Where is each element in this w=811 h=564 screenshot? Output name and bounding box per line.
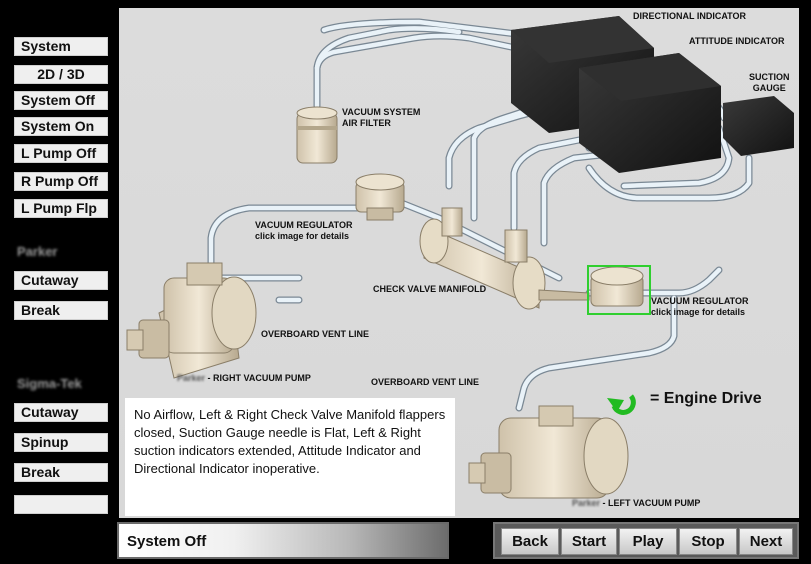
suction-gauge — [723, 96, 794, 156]
attitude-indicator — [579, 53, 721, 173]
back-button[interactable]: Back — [501, 528, 559, 555]
status-bar: System Off — [117, 522, 449, 559]
left-vacuum-pump-label: Parker - LEFT VACUUM PUMP — [572, 498, 700, 509]
right-vacuum-pump-label: Parker - RIGHT VACUUM PUMP — [177, 373, 311, 384]
vacuum-system-diagram: DIRECTIONAL INDICATOR ATTITUDE INDICATOR… — [119, 8, 799, 518]
status-description: No Airflow, Left & Right Check Valve Man… — [125, 398, 455, 516]
start-button[interactable]: Start — [561, 528, 617, 555]
regulator-top-label: VACUUM REGULATOR — [255, 220, 353, 230]
sigmatek-break-button[interactable]: Break — [14, 463, 108, 482]
overboard-vent-left-label: OVERBOARD VENT LINE — [371, 377, 480, 387]
check-valve-manifold-label: CHECK VALVE MANIFOLD — [373, 284, 487, 294]
right-pump-off-button[interactable]: R Pump Off — [14, 172, 108, 191]
system-on-button[interactable]: System On — [14, 117, 108, 136]
navigation-bar: Back Start Play Stop Next — [493, 522, 799, 559]
engine-drive-icon — [607, 394, 636, 415]
sigmatek-section-label: Sigma-Tek — [17, 376, 82, 391]
diagram-illustration — [126, 16, 794, 499]
regulator-right-sublabel: click image for details — [651, 307, 746, 317]
engine-drive-legend: = Engine Drive — [650, 390, 762, 407]
right-pump-text: - RIGHT VACUUM PUMP — [207, 373, 311, 383]
vacuum-air-filter — [296, 106, 338, 164]
vacuum-regulator-top — [355, 173, 405, 221]
play-button[interactable]: Play — [619, 528, 677, 555]
parker-cutaway-button[interactable]: Cutaway — [14, 271, 108, 290]
attitude-indicator-label: ATTITUDE INDICATOR — [689, 36, 785, 46]
regulator-top-click-target[interactable] — [354, 172, 408, 222]
vacuum-filter-label: VACUUM SYSTEM AIR FILTER — [342, 107, 421, 128]
left-pump-off-button[interactable]: L Pump Off — [14, 144, 108, 163]
directional-indicator-label: DIRECTIONAL INDICATOR — [633, 11, 747, 21]
sigmatek-blank-button[interactable] — [14, 495, 108, 514]
left-sidebar: System 2D / 3D System Off System On L Pu… — [0, 0, 116, 564]
sigmatek-spinup-button[interactable]: Spinup — [14, 433, 108, 452]
left-vacuum-pump — [468, 405, 629, 499]
parker-break-button[interactable]: Break — [14, 301, 108, 320]
sigmatek-cutaway-button[interactable]: Cutaway — [14, 403, 108, 422]
suction-gauge-label: SUCTION GAUGE — [749, 72, 790, 93]
stop-button[interactable]: Stop — [679, 528, 737, 555]
left-pump-brand: Parker — [572, 498, 601, 508]
system-off-button[interactable]: System Off — [14, 91, 108, 110]
regulator-top-sublabel: click image for details — [255, 231, 350, 241]
2d-3d-button[interactable]: 2D / 3D — [14, 65, 108, 84]
system-button[interactable]: System — [14, 37, 108, 56]
regulator-right-label: VACUUM REGULATOR — [651, 296, 749, 306]
regulator-right-selection-box[interactable] — [587, 265, 651, 315]
next-button[interactable]: Next — [739, 528, 793, 555]
left-pump-text: - LEFT VACUUM PUMP — [602, 498, 701, 508]
overboard-vent-right-label: OVERBOARD VENT LINE — [261, 329, 370, 339]
check-valve-manifold — [419, 207, 590, 310]
right-vacuum-pump — [126, 262, 257, 379]
vacuum-regulator-right[interactable] — [590, 266, 644, 307]
right-pump-brand: Parker — [177, 373, 206, 383]
parker-section-label: Parker — [17, 244, 58, 259]
left-pump-flip-button[interactable]: L Pump Flp — [14, 199, 108, 218]
